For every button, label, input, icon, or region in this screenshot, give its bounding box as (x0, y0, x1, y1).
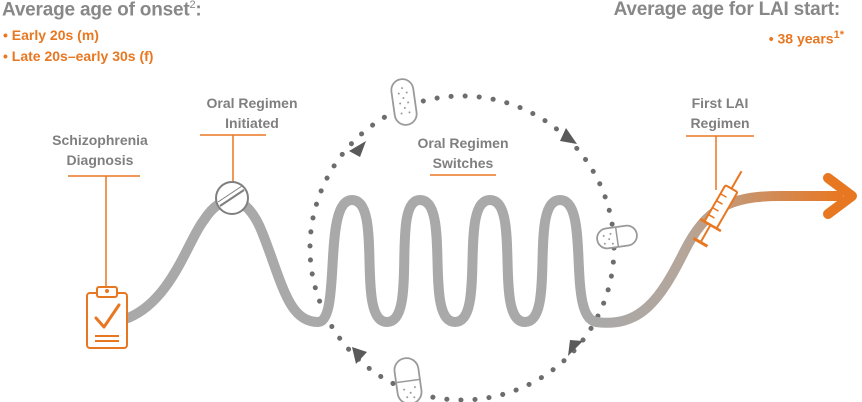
label-schizophrenia-diagnosis: Schizophrenia Diagnosis (30, 130, 170, 170)
onset-heading: Average age of onset2: (2, 0, 202, 21)
lai-start-heading: Average age for LAI start: (613, 0, 841, 20)
label-lai-line1: First LAI (691, 95, 749, 111)
label-diagnosis-line1: Schizophrenia (52, 132, 148, 148)
capsule-icon-bottom (393, 357, 423, 402)
capsule-icon-top (390, 78, 418, 126)
cycle-arrowhead-top-left (349, 141, 366, 157)
onset-heading-colon: : (195, 0, 202, 21)
onset-bullet-female: • Late 20s–early 30s (f) (3, 48, 154, 64)
label-switches-line2: Switches (432, 155, 494, 171)
label-lai-line2: Regimen (690, 115, 750, 131)
cycle-arrowhead-bottom-left (352, 347, 367, 364)
onset-heading-text: Average age of onset (2, 0, 190, 21)
clipboard-check-icon (86, 286, 128, 349)
onset-heading-superscript: 2 (189, 0, 196, 11)
syringe-icon (692, 170, 743, 248)
label-oral-regimen-switches: Oral Regimen Switches (393, 133, 533, 173)
label-first-lai-regimen: First LAI Regimen (650, 93, 790, 133)
onset-bullet-male: • Early 20s (m) (3, 27, 99, 43)
label-switches-line1: Oral Regimen (417, 135, 509, 151)
pill-icon (215, 181, 249, 215)
tablet-icon (596, 224, 638, 250)
label-diagnosis-line2: Diagnosis (66, 152, 134, 168)
onset-bullet-list: • Early 20s (m) • Late 20s–early 30s (f) (3, 25, 153, 67)
lai-start-bullet-text: • 38 years (768, 30, 834, 47)
label-oral-regimen-initiated: Oral Regimen Initiated (182, 93, 322, 133)
label-initiated-line2: Initiated (225, 115, 279, 131)
journey-path-lai-tail (591, 191, 843, 328)
cycle-arrowhead-bottom-right (568, 340, 583, 356)
lai-start-bullet: • 38 years1* (769, 25, 844, 50)
lai-start-bullet-superscript: 1* (833, 29, 844, 41)
journey-path-wavy (123, 194, 603, 328)
label-initiated-line1: Oral Regimen (206, 95, 298, 111)
arrow-right-icon (823, 173, 857, 219)
cycle-arrowhead-top-right (560, 128, 577, 144)
